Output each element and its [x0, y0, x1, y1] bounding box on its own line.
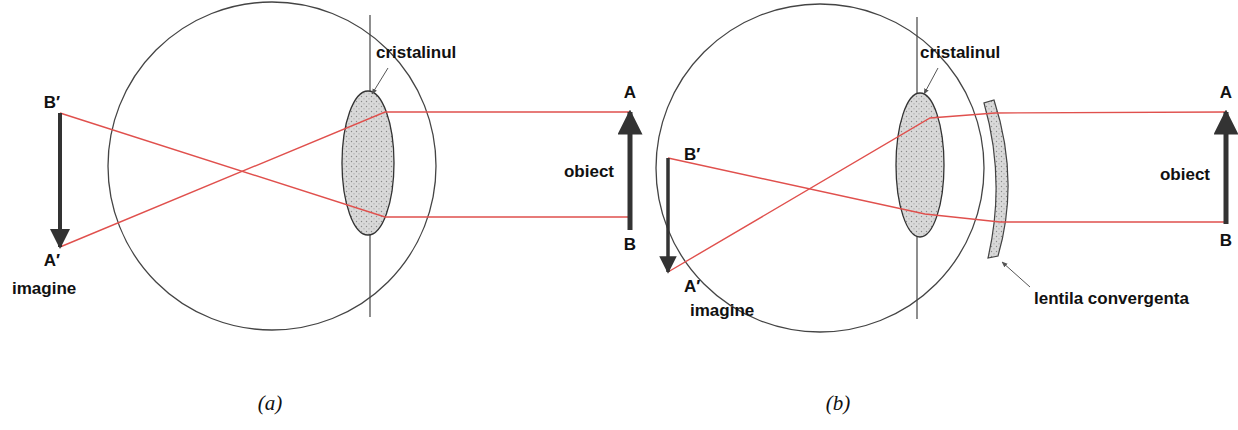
point-name: B′ [684, 146, 700, 163]
point-name: A′ [44, 252, 60, 269]
part-name: obiect [1160, 166, 1210, 183]
caption-letter: (a) [258, 393, 283, 414]
point-name: B′ [44, 94, 60, 111]
part-name: cristalinul [376, 44, 456, 61]
point-name: A [1220, 84, 1232, 101]
point-name: B [1220, 232, 1232, 249]
point-name: B [624, 236, 636, 253]
part-name: lentila convergenta [1034, 290, 1189, 307]
part-name: obiect [564, 163, 614, 180]
point-name: A′ [684, 278, 700, 295]
part-name: imagine [12, 280, 76, 297]
point-name: A [624, 84, 636, 101]
eye-b [656, 4, 1226, 332]
eye-a [60, 2, 630, 330]
part-name: cristalinul [920, 44, 1000, 61]
part-name: imagine [690, 302, 754, 319]
caption-letter: (b) [826, 393, 851, 414]
